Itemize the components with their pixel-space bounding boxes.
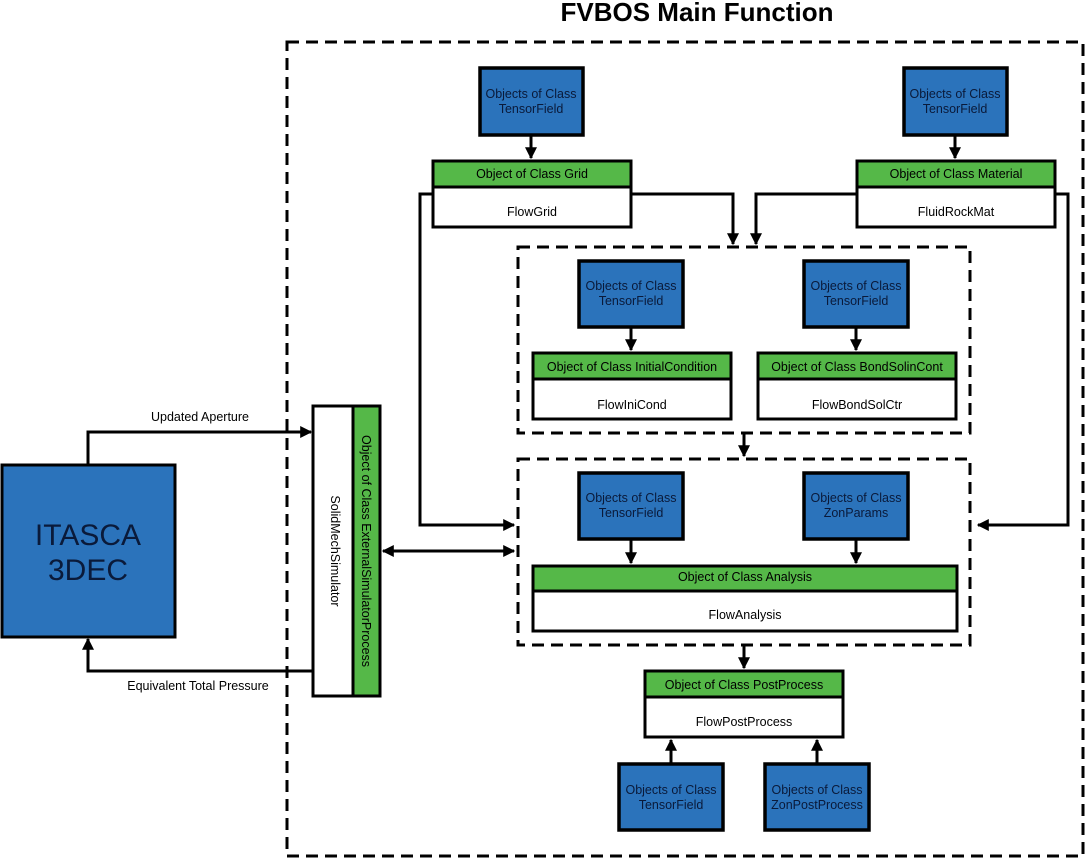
grid-instance-label: FlowGrid [507, 205, 557, 219]
tensorfield-box-initial-condition: Objects of Class TensorField [577, 259, 685, 329]
zonpostprocess-line2: ZonPostProcess [771, 798, 863, 812]
svg-text:Objects of Class: Objects of Class [485, 87, 576, 101]
equivalent-pressure-label: Equivalent Total Pressure [127, 679, 269, 693]
svg-text:Objects of Class: Objects of Class [585, 279, 676, 293]
arrow-material-to-analysis [976, 192, 1070, 531]
zonparams-line1: Objects of Class [810, 491, 901, 505]
zonpostprocess-line1: Objects of Class [771, 783, 862, 797]
initial-condition-object-box: Object of Class InitialCondition FlowIni… [531, 351, 733, 421]
simulator-class-label: Object of Class ExternalSimulatorProcess [359, 435, 373, 667]
svg-text:Objects of Class: Objects of Class [909, 87, 1000, 101]
material-class-label: Object of Class Material [890, 167, 1023, 181]
bond-solin-object-box: Object of Class BondSolinCont FlowBondSo… [756, 351, 958, 421]
postprocess-object-box: Object of Class PostProcess FlowPostProc… [643, 669, 845, 739]
initial-condition-class-label: Object of Class InitialCondition [547, 360, 717, 374]
simulator-instance-label: SolidMechSimulator [328, 495, 342, 606]
material-instance-label: FluidRockMat [918, 205, 995, 219]
main-function-frame [285, 40, 1085, 858]
analysis-instance-label: FlowAnalysis [709, 608, 782, 622]
zonpostprocess-box: Objects of Class ZonPostProcess [763, 762, 871, 832]
zonparams-line2: ZonParams [824, 506, 889, 520]
itasca-3dec-box: ITASCA 3DEC [0, 463, 177, 639]
zonparams-box: Objects of Class ZonParams [802, 471, 910, 541]
arrow-grid-to-conditions [631, 192, 739, 246]
arrow-grid-to-analysis [418, 192, 516, 531]
tensorfield-box-analysis: Objects of Class TensorField [577, 471, 685, 541]
initial-condition-instance-label: FlowIniCond [597, 398, 667, 412]
tensorfield-box-material: Objects of Class TensorField [902, 66, 1009, 137]
tensorfield-box-postprocess: Objects of Class TensorField [617, 762, 725, 832]
itasca-label: ITASCA [35, 519, 141, 552]
svg-text:TensorField: TensorField [824, 294, 889, 308]
svg-text:TensorField: TensorField [599, 294, 664, 308]
analysis-class-label: Object of Class Analysis [678, 570, 812, 584]
svg-text:TensorField: TensorField [599, 506, 664, 520]
svg-text:Objects of Class: Objects of Class [810, 279, 901, 293]
svg-text:TensorField: TensorField [639, 798, 704, 812]
bond-solin-instance-label: FlowBondSolCtr [812, 398, 902, 412]
equivalent-pressure-arrow [82, 637, 313, 673]
solid-mech-simulator-box: SolidMechSimulator Object of Class Exter… [311, 404, 382, 698]
3dec-label: 3DEC [48, 554, 128, 587]
arrow-material-to-conditions [750, 192, 857, 246]
grid-class-label: Object of Class Grid [476, 167, 588, 181]
grid-object-box: Object of Class Grid FlowGrid [431, 159, 633, 229]
postprocess-class-label: Object of Class PostProcess [665, 678, 823, 692]
bond-solin-class-label: Object of Class BondSolinCont [771, 360, 943, 374]
tensorfield-box-grid: Objects of Class TensorField [478, 66, 585, 137]
tensorfield-box-bond-solin: Objects of Class TensorField [802, 259, 910, 329]
svg-text:TensorField: TensorField [499, 102, 564, 116]
svg-text:Objects of Class: Objects of Class [585, 491, 676, 505]
svg-text:Objects of Class: Objects of Class [625, 783, 716, 797]
svg-text:TensorField: TensorField [923, 102, 988, 116]
analysis-object-box: Object of Class Analysis FlowAnalysis [531, 564, 959, 633]
postprocess-instance-label: FlowPostProcess [696, 715, 793, 729]
material-object-box: Object of Class Material FluidRockMat [855, 159, 1057, 229]
updated-aperture-arrow [86, 426, 313, 465]
diagram-title: FVBOS Main Function [561, 0, 834, 27]
updated-aperture-label: Updated Aperture [151, 410, 249, 424]
